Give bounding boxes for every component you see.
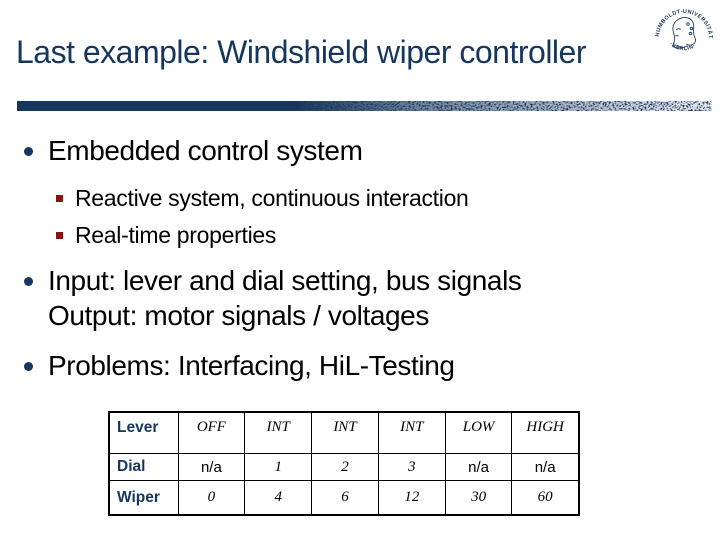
divider-noise-segment <box>293 101 712 111</box>
table-value-cell: n/a <box>511 453 580 481</box>
table-value-cell: 6 <box>311 480 379 516</box>
table-value-cell: n/a <box>177 453 246 481</box>
table-row-lever: Lever OFF INT INT INT LOW HIGH <box>108 411 580 454</box>
bullet-item: Input: lever and dial setting, bus signa… <box>24 264 522 298</box>
table-value-cell: INT <box>311 411 379 454</box>
sub-bullet-text: Real-time properties <box>75 222 277 248</box>
bullet-dot-icon <box>24 362 33 371</box>
table-value-cell: HIGH <box>511 411 580 454</box>
table-value-cell: 12 <box>377 480 446 516</box>
bullet-dot-icon <box>24 147 33 156</box>
table-value-cell: LOW <box>444 411 513 454</box>
bullet-continuation-line: Output: motor signals / voltages <box>48 299 429 333</box>
bullet-text: Embedded control system <box>48 135 363 166</box>
sub-bullet-item: Reactive system, continuous interaction <box>56 184 469 212</box>
divider-bar <box>17 101 712 111</box>
university-seal-icon: HUMBOLDT-UNIVERSITÄT ·BERLIN· <box>655 9 714 52</box>
bullet-text: Output: motor signals / voltages <box>48 300 429 331</box>
sub-bullet-text: Reactive system, continuous interaction <box>75 185 469 211</box>
bullet-item: Problems: Interfacing, HiL-Testing <box>24 349 455 383</box>
table-row-dial: Dial n/a 1 2 3 n/a n/a <box>108 453 580 481</box>
table-value-cell: INT <box>377 411 446 454</box>
table-value-cell: 1 <box>244 453 313 481</box>
sub-bullet-square-icon <box>56 195 63 202</box>
table-value-cell: INT <box>244 411 313 454</box>
table-label-cell: Lever <box>108 411 179 454</box>
table-value-cell: 3 <box>377 453 446 481</box>
seal-arc-bottom-text: ·BERLIN· <box>668 41 697 52</box>
sub-bullet-item: Real-time properties <box>56 221 276 249</box>
bullet-text: Input: lever and dial setting, bus signa… <box>48 265 522 296</box>
table-label-cell: Dial <box>108 453 179 481</box>
table-value-cell: 30 <box>444 480 513 516</box>
table-label-cell: Wiper <box>108 480 179 516</box>
table-value-cell: 0 <box>177 480 246 516</box>
table-value-cell: OFF <box>177 411 246 454</box>
bullet-item: Embedded control system <box>24 134 363 168</box>
seal-arc-top-text: HUMBOLDT-UNIVERSITÄT <box>655 9 714 39</box>
seal-portrait <box>672 16 697 49</box>
table-value-cell: 60 <box>511 480 580 516</box>
table-value-cell: 2 <box>311 453 379 481</box>
bullet-dot-icon <box>24 277 33 286</box>
slide-title: Last example: Windshield wiper controlle… <box>16 34 586 70</box>
table-row-wiper: Wiper 0 4 6 12 30 60 <box>108 480 580 516</box>
table-value-cell: n/a <box>444 453 513 481</box>
sub-bullet-square-icon <box>56 232 63 239</box>
table-value-cell: 4 <box>244 480 313 516</box>
wiper-mapping-table: Lever OFF INT INT INT LOW HIGH Dial n/a … <box>108 411 580 516</box>
bullet-text: Problems: Interfacing, HiL-Testing <box>48 350 455 381</box>
